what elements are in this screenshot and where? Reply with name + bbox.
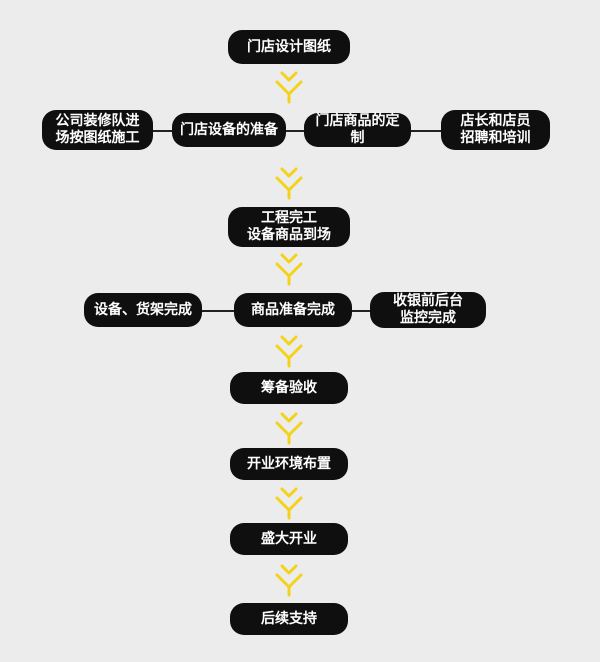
- down-chevron-arrow-icon: [275, 487, 303, 521]
- row1-connector-right: [411, 130, 441, 132]
- node-construction-crew[interactable]: 公司装修队进 场按图纸施工: [42, 110, 153, 150]
- node-merchandise-ready[interactable]: 商品准备完成: [234, 293, 352, 327]
- node-equipment-shelves-done[interactable]: 设备、货架完成: [84, 293, 202, 327]
- node-store-design-drawings[interactable]: 门店设计图纸: [228, 30, 350, 64]
- node-opening-layout[interactable]: 开业环境布置: [230, 448, 348, 480]
- node-construction-completed[interactable]: 工程完工 设备商品到场: [228, 207, 350, 247]
- row1-connector-left: [153, 130, 172, 132]
- node-acceptance[interactable]: 筹备验收: [230, 372, 348, 404]
- down-chevron-arrow-icon: [275, 412, 303, 446]
- row2-connector-right: [352, 310, 370, 312]
- node-grand-opening[interactable]: 盛大开业: [230, 523, 348, 555]
- node-follow-up-support[interactable]: 后续支持: [230, 603, 348, 635]
- down-chevron-arrow-icon: [275, 253, 303, 287]
- node-equipment-preparation[interactable]: 门店设备的准备: [172, 113, 286, 147]
- down-chevron-arrow-icon: [275, 167, 303, 201]
- down-chevron-arrow-icon: [275, 335, 303, 369]
- node-merchandise-customization[interactable]: 门店商品的定制: [304, 113, 411, 147]
- node-staff-recruitment-training[interactable]: 店长和店员 招聘和培训: [441, 110, 550, 150]
- row2-connector-left: [202, 310, 234, 312]
- down-chevron-arrow-icon: [275, 71, 303, 105]
- node-cashier-monitoring-done[interactable]: 收银前后台 监控完成: [370, 292, 486, 328]
- down-chevron-arrow-icon: [275, 564, 303, 598]
- row1-connector-middle: [286, 130, 304, 132]
